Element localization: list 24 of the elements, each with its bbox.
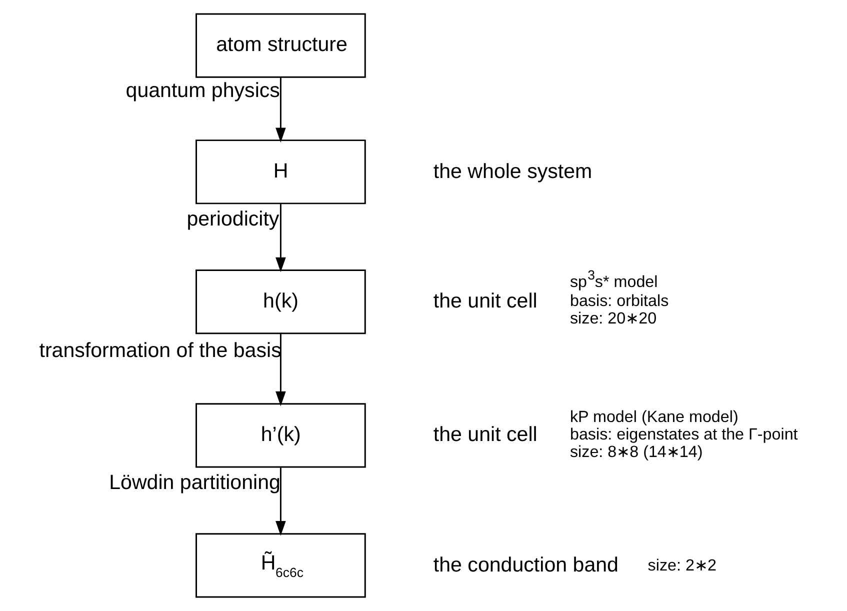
- node-label: size: 20∗20: [570, 310, 657, 328]
- node-box: h’(k): [196, 403, 366, 468]
- node-label: the unit cell: [433, 422, 538, 446]
- node-label: the unit cell: [433, 289, 538, 312]
- node-box: h(k): [196, 270, 366, 334]
- arrow: [276, 468, 286, 536]
- node-label: sp$^{3}$s* model: [570, 267, 658, 291]
- node-box: H̃$_{6c6c}$: [196, 533, 366, 598]
- node-label: basis: orbitals: [570, 292, 669, 310]
- edge-label: Löwdin partitioning: [109, 471, 280, 494]
- node-label: basis: eigenstates at the Γ-point: [570, 426, 798, 444]
- node-box: H: [196, 140, 366, 204]
- node-label: kP model (Kane model): [570, 408, 738, 426]
- edge-label: transformation of the basis: [39, 339, 282, 362]
- node-box: atom structure: [196, 13, 366, 78]
- arrow: [276, 204, 286, 272]
- edge-label: quantum physics: [126, 79, 280, 102]
- node-label: size: 8∗8 (14∗14): [570, 443, 703, 462]
- node-label: the conduction band: [433, 554, 618, 577]
- node-label: the whole system: [433, 160, 592, 184]
- arrow: [276, 334, 286, 406]
- node-label: size: 2∗2: [648, 556, 716, 574]
- arrow: [276, 78, 286, 142]
- edge-label: periodicity: [186, 208, 280, 231]
